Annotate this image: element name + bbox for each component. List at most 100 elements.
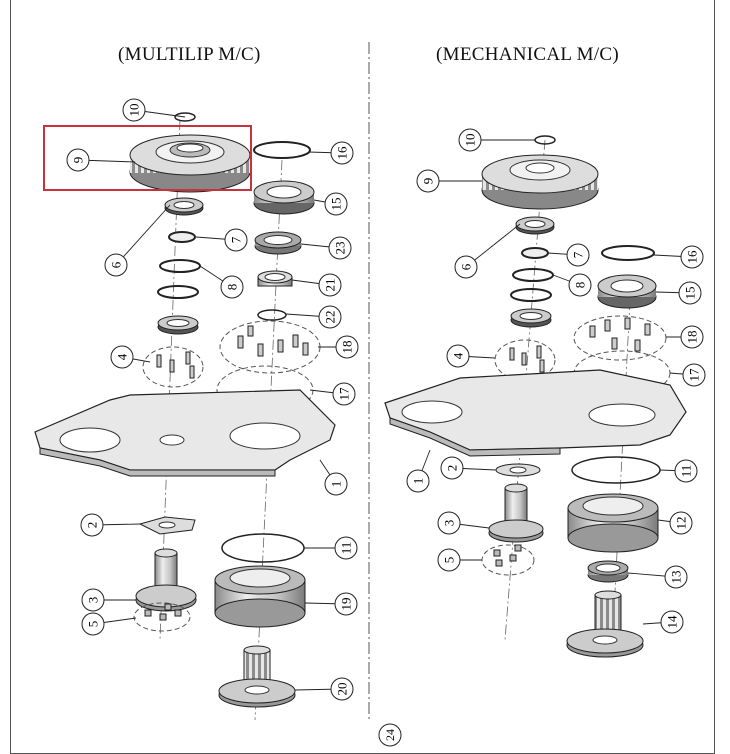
- callout-left-9: 9: [66, 148, 136, 172]
- callout-circle: [680, 325, 704, 349]
- callout-number: 15: [683, 287, 698, 300]
- callout-right-3: 3: [437, 511, 490, 535]
- base-plate-part: [34, 389, 336, 477]
- callout-circle: [318, 305, 342, 329]
- circlip-small-part: [174, 112, 196, 122]
- callout-number: 3: [86, 597, 101, 604]
- callout-number: 13: [669, 571, 684, 584]
- callout-right-13: 13: [627, 565, 688, 589]
- callout-right-15: 15: [655, 281, 702, 305]
- callout-circle: [458, 128, 482, 152]
- callout-left-15: 15: [313, 192, 348, 216]
- page-number-text: 24: [383, 729, 397, 741]
- callout-right-9: 9: [416, 169, 482, 193]
- callout-number: 19: [339, 598, 354, 611]
- callout-right-12: 12: [657, 511, 693, 535]
- callout-circle: [416, 169, 440, 193]
- leader-line: [465, 223, 521, 268]
- callout-number: 18: [340, 341, 355, 354]
- callout-left-10: 10: [122, 98, 186, 122]
- callout-circle: [324, 472, 348, 496]
- callout-right-11: 11: [659, 459, 698, 483]
- callout-number: 5: [86, 621, 101, 628]
- spline-shaft-part: [218, 645, 296, 708]
- callout-left-3: 3: [81, 588, 136, 612]
- section-title-multilip: (MULTILIP M/C): [118, 44, 261, 65]
- callout-number: 10: [127, 104, 142, 117]
- circlip-large-part: [253, 141, 311, 159]
- callout-circle: [440, 456, 464, 480]
- callout-number: 5: [442, 557, 457, 564]
- callout-number: 10: [463, 134, 478, 147]
- base-plate-part-mechanical: [384, 369, 687, 457]
- callout-circle: [220, 275, 244, 299]
- callout-left-11: 11: [304, 536, 358, 560]
- callout-number: 6: [459, 263, 474, 270]
- callout-right-4: 4: [446, 344, 496, 368]
- callout-number: 17: [687, 368, 702, 382]
- callout-number: 4: [451, 352, 466, 359]
- callout-right-18: 18: [666, 325, 704, 349]
- callout-left-6: 6: [104, 204, 171, 277]
- seal-part: [254, 231, 302, 255]
- callout-right-16: 16: [653, 245, 704, 269]
- callout-left-22: 22: [285, 305, 342, 329]
- callout-circle: [660, 610, 684, 634]
- callout-circle: [332, 382, 356, 406]
- callout-number: 9: [71, 157, 86, 164]
- callout-number: 12: [674, 517, 689, 530]
- callout-number: 18: [685, 331, 700, 344]
- housing-part: [214, 565, 306, 628]
- callout-circle: [437, 511, 461, 535]
- ring-part: [257, 309, 287, 321]
- callout-circle: [104, 253, 128, 277]
- callout-circle: [669, 511, 693, 535]
- callout-circle: [568, 273, 592, 297]
- callout-left-23: 23: [300, 236, 352, 260]
- callout-number: 21: [323, 279, 338, 292]
- callout-number: 1: [411, 478, 426, 485]
- callout-right-17: 17: [669, 363, 706, 387]
- callout-left-21: 21: [291, 273, 342, 297]
- callout-number: 9: [421, 178, 436, 185]
- callout-left-7: 7: [195, 228, 248, 252]
- washer-plate-part: [138, 516, 196, 535]
- callout-circle: [122, 98, 146, 122]
- bush-part: [257, 270, 293, 287]
- callout-number: 2: [445, 465, 460, 472]
- bearing-upper-part: [164, 197, 204, 216]
- callout-circle: [674, 459, 698, 483]
- highlight-box: [43, 125, 252, 191]
- callout-circle: [437, 548, 461, 572]
- callout-circle: [682, 363, 706, 387]
- callout-number: 11: [339, 542, 354, 555]
- callout-left-18: 18: [318, 335, 359, 359]
- callout-circle: [680, 245, 704, 269]
- callout-number: 6: [109, 261, 124, 268]
- callout-circle: [678, 281, 702, 305]
- callout-number: 4: [115, 353, 130, 360]
- callout-number: 2: [85, 522, 100, 529]
- callout-circle: [406, 469, 430, 493]
- callout-left-4: 4: [110, 345, 151, 369]
- callout-right-2: 2: [440, 456, 497, 480]
- callout-circle: [66, 148, 90, 172]
- callout-left-2: 2: [80, 513, 141, 537]
- callout-right-5: 5: [437, 548, 482, 572]
- callout-circle: [335, 335, 359, 359]
- callout-number: 8: [225, 284, 240, 291]
- callout-circle: [318, 273, 342, 297]
- callout-left-20: 20: [294, 677, 354, 701]
- callout-right-1: 1: [406, 449, 431, 493]
- leader-line: [115, 204, 171, 266]
- callout-number: 16: [335, 146, 350, 160]
- callout-circle: [566, 243, 590, 267]
- gear-part: [129, 134, 251, 193]
- callout-circle: [81, 588, 105, 612]
- callout-left-5: 5: [81, 612, 137, 636]
- callout-circle: [324, 192, 348, 216]
- callout-number: 17: [337, 387, 352, 401]
